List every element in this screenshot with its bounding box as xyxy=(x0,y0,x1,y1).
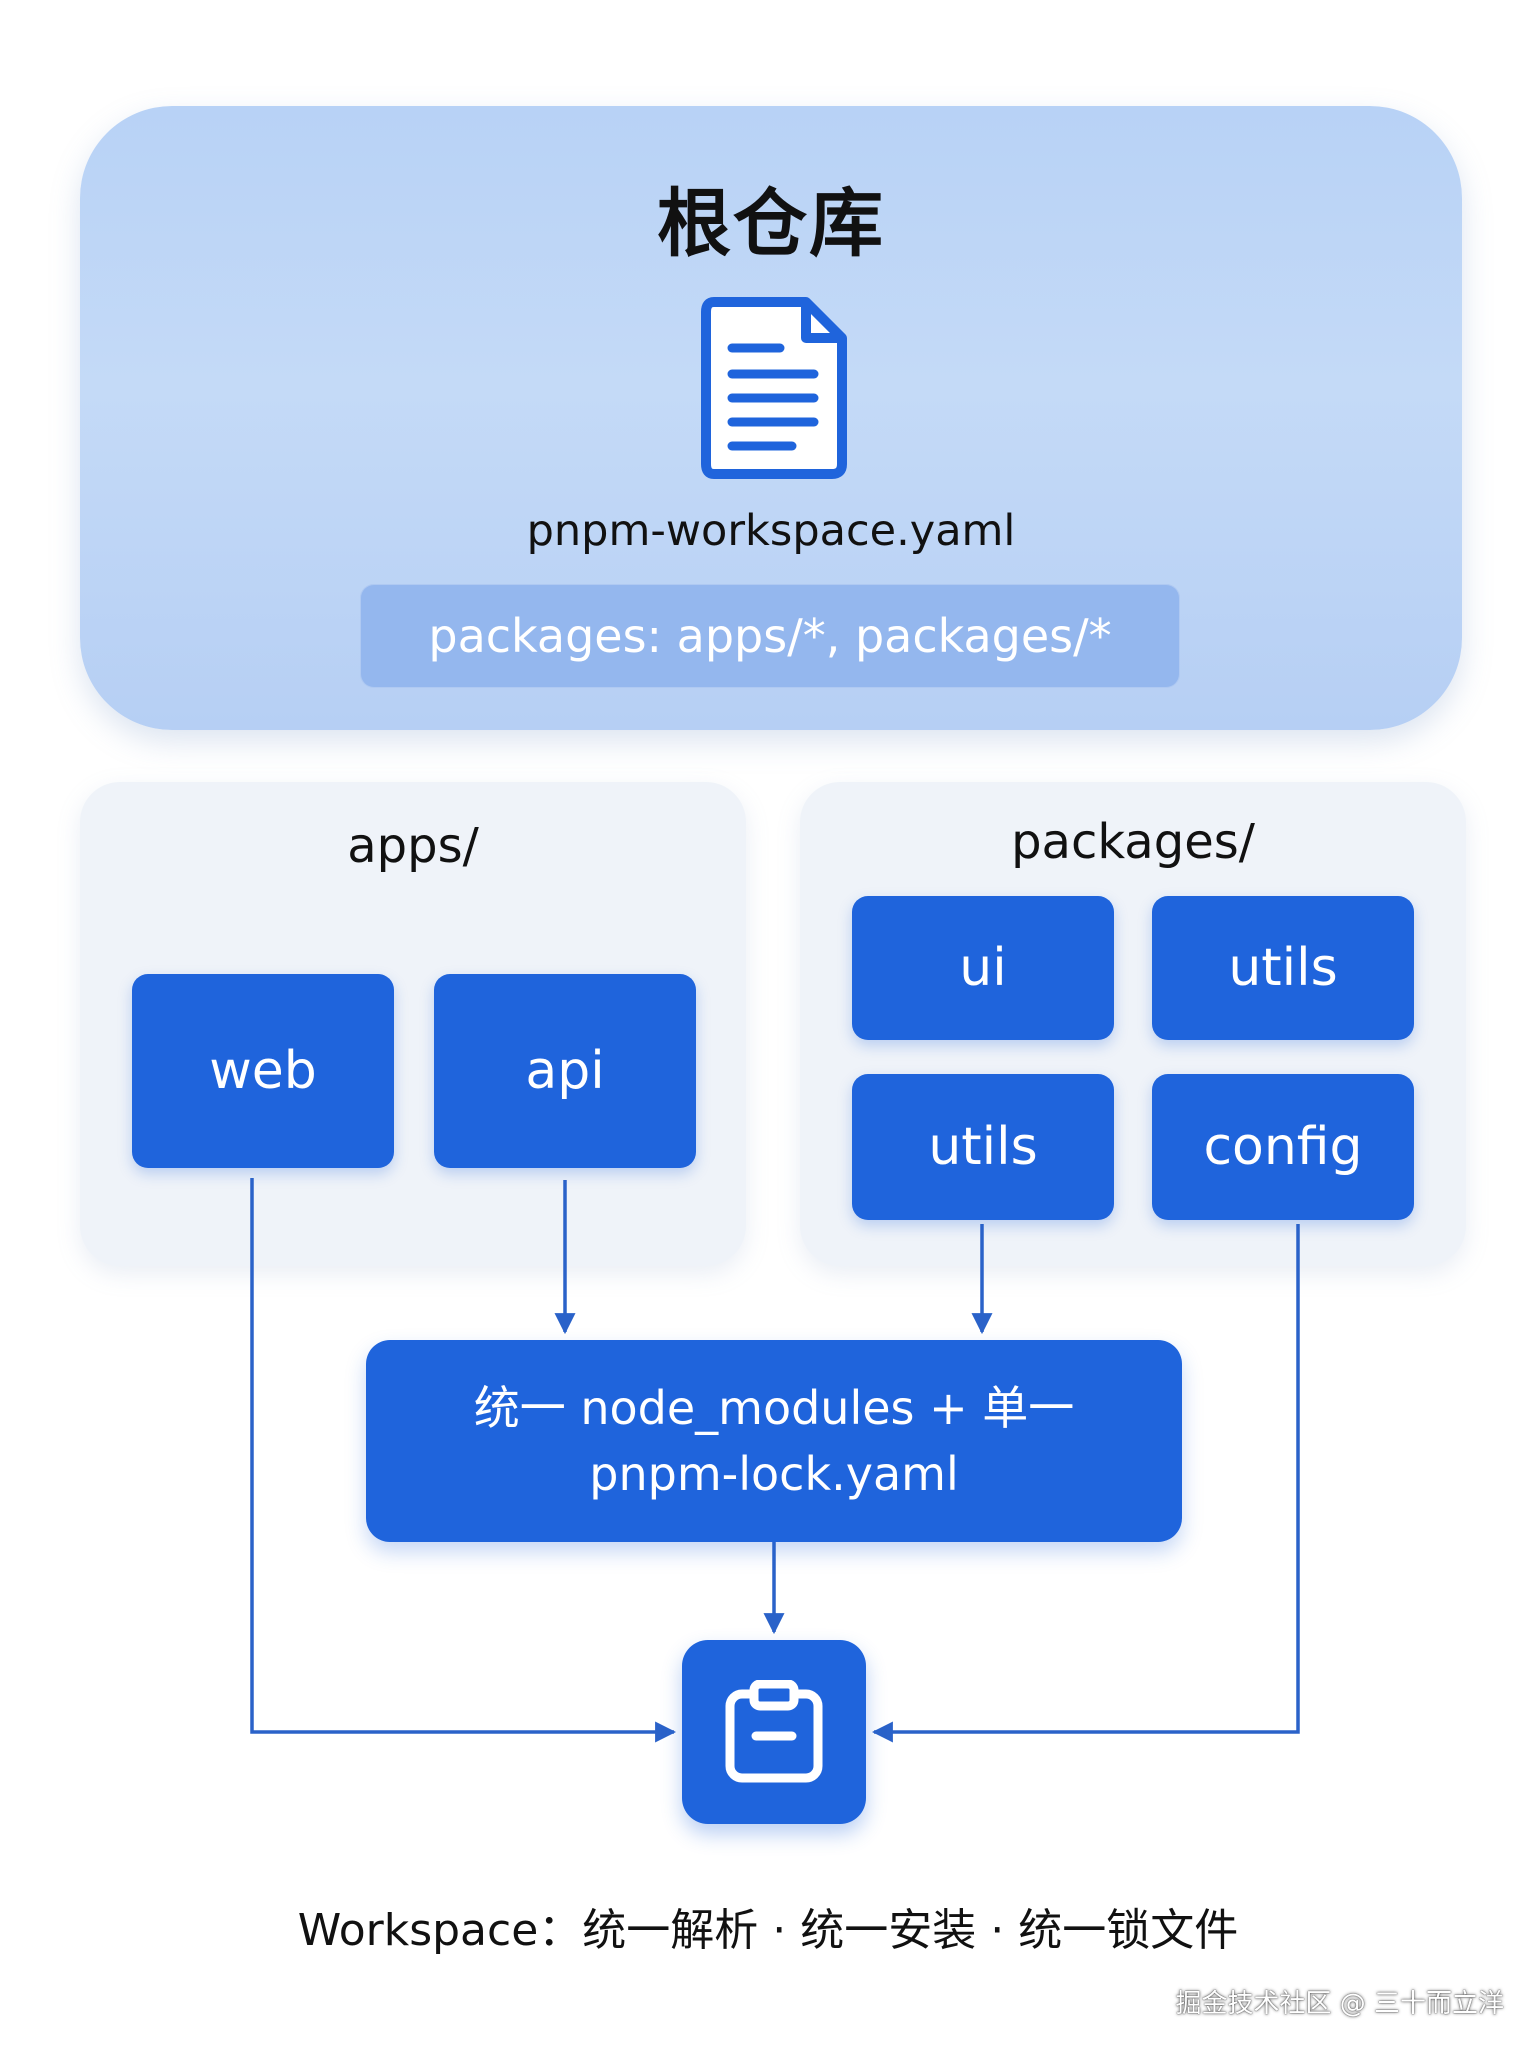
package-utils-box: utils xyxy=(1152,896,1414,1040)
root-repo-title: 根仓库 xyxy=(657,181,885,267)
app-api-box: api xyxy=(434,974,696,1168)
packages-group: packages/ ui utils utils config xyxy=(800,782,1466,1266)
package-utils-box-2: utils xyxy=(852,1074,1114,1220)
apps-group-label: apps/ xyxy=(347,818,479,874)
workspace-file-name: pnpm-workspace.yaml xyxy=(526,506,1016,556)
app-web-box: web xyxy=(132,974,394,1168)
footer-caption: Workspace：统一解析 · 统一安装 · 统一锁文件 xyxy=(297,1905,1239,1956)
arrow-web-to-result xyxy=(250,1178,677,1743)
clipboard-icon xyxy=(725,1680,823,1783)
package-config-box: config xyxy=(1152,1074,1414,1220)
watermark: 掘金技术社区 @ 三十而立洋 xyxy=(1175,1989,1504,2019)
node-modules-line2: pnpm-lock.yaml xyxy=(589,1447,959,1501)
unified-node-modules-box: 统一 node_modules + 单一 pnpm-lock.yaml xyxy=(366,1340,1182,1542)
package-ui-box: ui xyxy=(852,896,1114,1040)
packages-group-label: packages/ xyxy=(1011,814,1255,870)
result-box xyxy=(682,1640,866,1824)
workspace-file-content: packages: apps/*, packages/* xyxy=(360,584,1180,688)
apps-group: apps/ web api xyxy=(80,782,746,1266)
node-modules-line1: 统一 node_modules + 单一 xyxy=(473,1381,1075,1435)
document-icon xyxy=(701,297,847,479)
arrow-config-to-result xyxy=(871,1224,1300,1743)
root-repo-panel: 根仓库 pnpm-workspace.yaml packages: apps/*… xyxy=(80,106,1462,730)
